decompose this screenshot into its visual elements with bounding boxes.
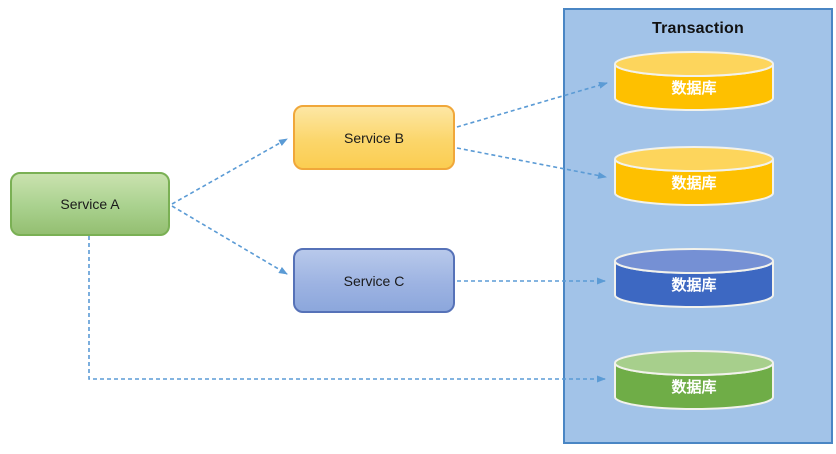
arrow-service-a-to-service-c (171, 205, 288, 275)
transaction-panel-title: Transaction (651, 20, 744, 37)
node-service-a-label: Service A (60, 196, 120, 212)
cylinder-icon (614, 248, 774, 308)
node-service-c-label: Service C (343, 272, 405, 289)
cylinder-icon (614, 146, 774, 206)
database-label: 数据库 (671, 174, 717, 192)
database-yellow-2: 数据库 (613, 146, 775, 208)
arrow-service-a-to-service-b (171, 138, 288, 205)
database-label: 数据库 (671, 276, 717, 294)
database-label: 数据库 (671, 378, 717, 396)
database-yellow-1: 数据库 (613, 51, 775, 113)
database-label: 数据库 (671, 79, 717, 97)
database-blue: 数据库 (613, 248, 775, 310)
node-service-a: Service A (10, 172, 170, 236)
node-service-b-label: Service B (344, 129, 404, 146)
database-green: 数据库 (613, 350, 775, 412)
cylinder-icon (614, 350, 774, 410)
node-service-b: Service B (293, 105, 455, 170)
node-service-c: Service C (293, 248, 455, 313)
cylinder-icon (614, 51, 774, 111)
